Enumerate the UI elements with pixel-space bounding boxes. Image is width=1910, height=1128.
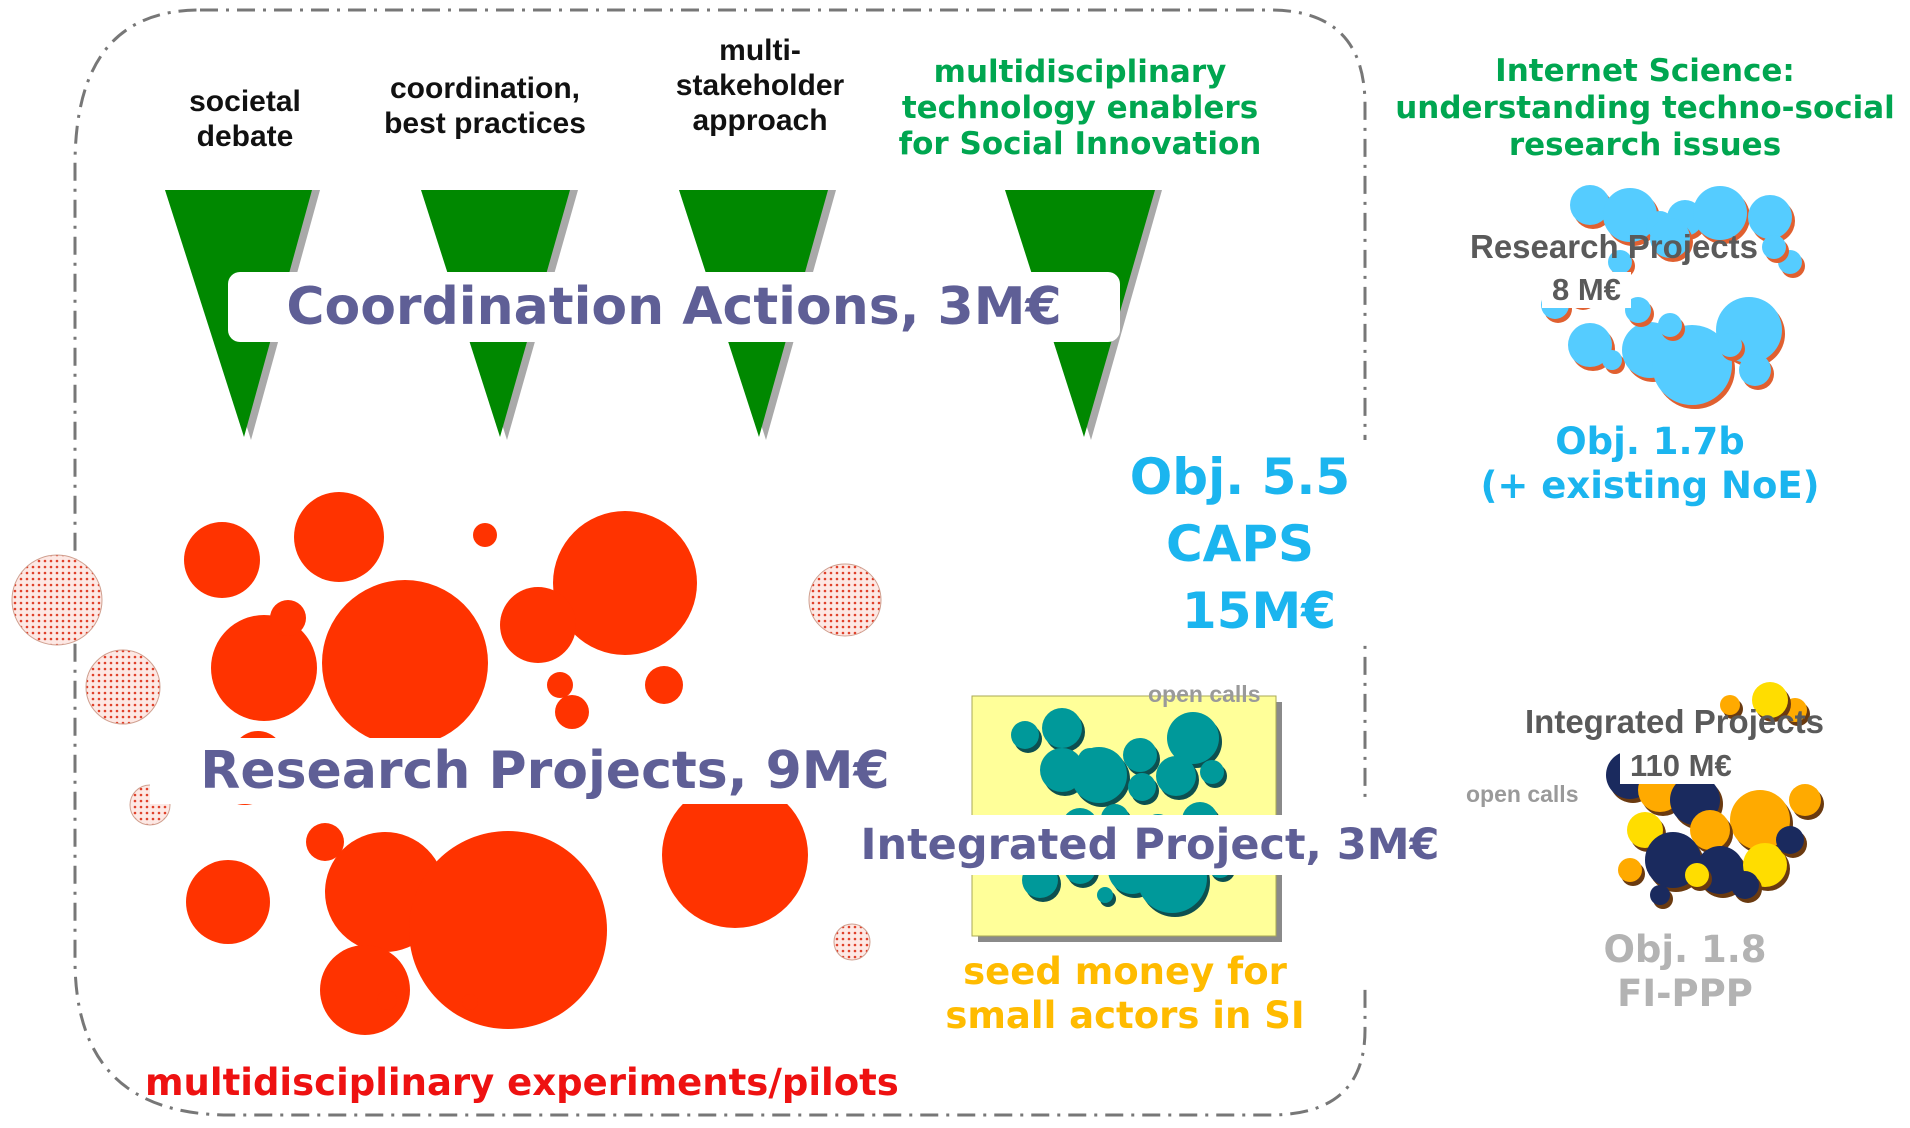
is-bubble bbox=[1650, 218, 1690, 258]
experiments-label: multidisciplinary experiments/pilots bbox=[145, 1061, 899, 1104]
is-bubble bbox=[1748, 195, 1792, 239]
research-projects-banner: Research Projects, 9M€ bbox=[150, 738, 940, 804]
fi-bubble bbox=[1690, 810, 1730, 850]
seed-bubble bbox=[1071, 747, 1127, 803]
is-bubble bbox=[1603, 188, 1657, 242]
fi-bubble bbox=[1618, 858, 1642, 882]
objective-1-7b: Obj. 1.7b(+ existing NoE) bbox=[1480, 420, 1820, 508]
research-bubble bbox=[553, 511, 697, 655]
research-bubble bbox=[409, 831, 607, 1029]
seed-bubble bbox=[1123, 738, 1157, 772]
fi-bubble bbox=[1627, 812, 1663, 848]
research-bubble bbox=[211, 615, 317, 721]
fi-integrated-projects-amount: 110 M€ bbox=[1620, 748, 1742, 784]
is-bubble bbox=[1658, 313, 1682, 337]
is-bubble bbox=[1570, 185, 1610, 225]
is-bubble bbox=[1762, 235, 1786, 259]
is-bubble bbox=[1718, 333, 1742, 357]
is-research-projects-title: Research Projects bbox=[1470, 228, 1758, 265]
is-bubble bbox=[1568, 323, 1612, 367]
seed-bubble bbox=[1042, 708, 1082, 748]
fi-bubble bbox=[1776, 826, 1804, 854]
external-bubble bbox=[833, 923, 871, 961]
research-bubble bbox=[500, 587, 576, 663]
fi-bubble bbox=[1731, 871, 1759, 899]
seed-bubble bbox=[1167, 712, 1219, 764]
research-bubble bbox=[294, 492, 384, 582]
fi-bubble bbox=[1730, 790, 1790, 850]
fi-integrated-projects-title: Integrated Projects bbox=[1525, 703, 1824, 740]
research-bubble bbox=[462, 994, 478, 1010]
research-bubble bbox=[547, 672, 573, 698]
is-bubble bbox=[1652, 325, 1732, 405]
fi-bubble bbox=[1720, 695, 1740, 715]
is-bubble bbox=[1602, 350, 1622, 370]
label-coordination-best-practices: coordination,best practices bbox=[384, 72, 586, 140]
seed-bubble bbox=[1011, 721, 1039, 749]
research-bubble bbox=[662, 782, 808, 928]
research-bubble bbox=[184, 522, 260, 598]
external-bubble bbox=[808, 563, 882, 637]
research-bubble bbox=[270, 600, 306, 636]
external-bubble bbox=[11, 554, 103, 646]
fi-bubble bbox=[1752, 682, 1788, 718]
research-bubble bbox=[377, 990, 397, 1010]
open-calls-label: open calls bbox=[1148, 681, 1261, 707]
fi-open-calls-label: open calls bbox=[1466, 781, 1579, 807]
research-bubble bbox=[306, 823, 344, 861]
research-bubble bbox=[322, 580, 488, 746]
internet-science-heading: Internet Science:understanding techno-so… bbox=[1395, 53, 1895, 164]
seed-bubble bbox=[1156, 756, 1196, 796]
external-bubble bbox=[85, 649, 161, 725]
fi-bubble bbox=[1789, 784, 1821, 816]
research-bubble bbox=[473, 523, 497, 547]
research-bubble bbox=[555, 695, 589, 729]
seed-bubble bbox=[1097, 887, 1113, 903]
fi-bubble bbox=[1685, 863, 1709, 887]
fi-bubble bbox=[1650, 885, 1670, 905]
is-bubble bbox=[1693, 186, 1747, 240]
seed-bubble bbox=[1128, 773, 1156, 801]
is-research-projects-amount: 8 M€ bbox=[1542, 272, 1631, 308]
research-bubble bbox=[320, 945, 410, 1035]
is-bubble bbox=[1739, 354, 1771, 386]
research-bubble bbox=[186, 860, 270, 944]
integrated-project-banner: Integrated Project, 3M€ bbox=[850, 815, 1450, 875]
coordination-actions-banner: Coordination Actions, 3M€ bbox=[228, 272, 1120, 342]
is-bubble bbox=[1608, 250, 1632, 274]
is-bubble bbox=[1625, 297, 1651, 323]
seed-bubble bbox=[1200, 760, 1224, 784]
research-bubble bbox=[645, 666, 683, 704]
